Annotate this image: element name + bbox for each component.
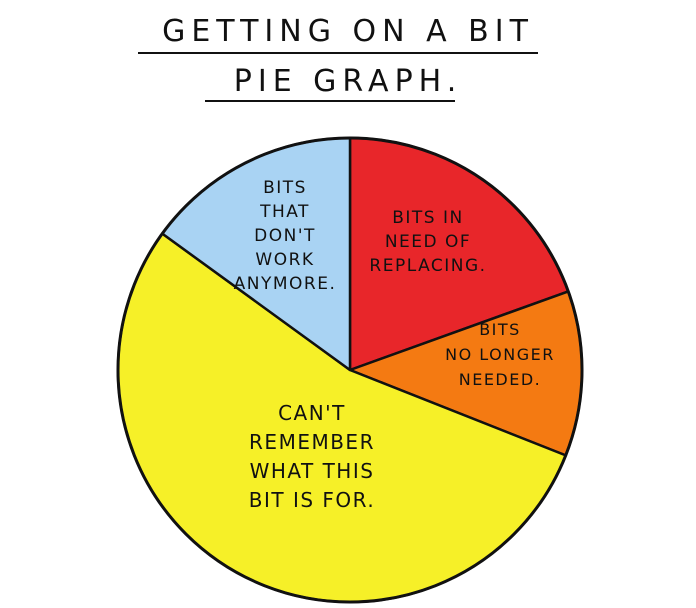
slice-label-2-line-1: REMEMBER <box>249 430 375 454</box>
pie-slices <box>116 136 584 604</box>
slice-label-3-line-4: ANYMORE. <box>234 274 337 294</box>
slice-label-3-line-0: BITS <box>263 178 307 198</box>
slice-label-3: BITS THAT DON'T WORK ANYMORE. <box>234 178 337 294</box>
slice-label-0-line-1: NEED OF <box>385 232 471 252</box>
title-underline-2 <box>205 100 455 102</box>
slice-label-0-line-0: BITS IN <box>392 208 464 228</box>
slice-label-2-line-0: CAN'T <box>278 401 346 425</box>
slice-label-3-line-3: WORK <box>255 250 314 270</box>
slice-label-2: CAN'T REMEMBER WHAT THIS BIT IS FOR. <box>249 401 375 512</box>
slice-label-0: BITS IN NEED OF REPLACING. <box>369 208 486 276</box>
slice-label-1-line-2: NEEDED. <box>459 370 542 389</box>
slice-label-0-line-2: REPLACING. <box>369 256 486 276</box>
slice-label-3-line-2: DON'T <box>254 226 316 246</box>
slice-label-1-line-0: BITS <box>479 320 521 339</box>
slice-label-2-line-3: BIT IS FOR. <box>249 488 375 512</box>
pie-outline <box>116 136 584 604</box>
title-underline-1 <box>138 52 538 54</box>
chart-title-line-2: PIE GRAPH. <box>233 64 463 99</box>
chart-title-line-1: GETTING ON A BIT <box>162 14 534 49</box>
slice-label-3-line-1: THAT <box>259 202 310 222</box>
slice-label-1: BITS NO LONGER NEEDED. <box>445 320 555 389</box>
pie-slice-labels: BITS IN NEED OF REPLACING. BITS NO LONGER NEE… <box>234 178 555 512</box>
slice-label-2-line-2: WHAT THIS <box>250 459 375 483</box>
slice-label-1-line-1: NO LONGER <box>445 345 555 364</box>
